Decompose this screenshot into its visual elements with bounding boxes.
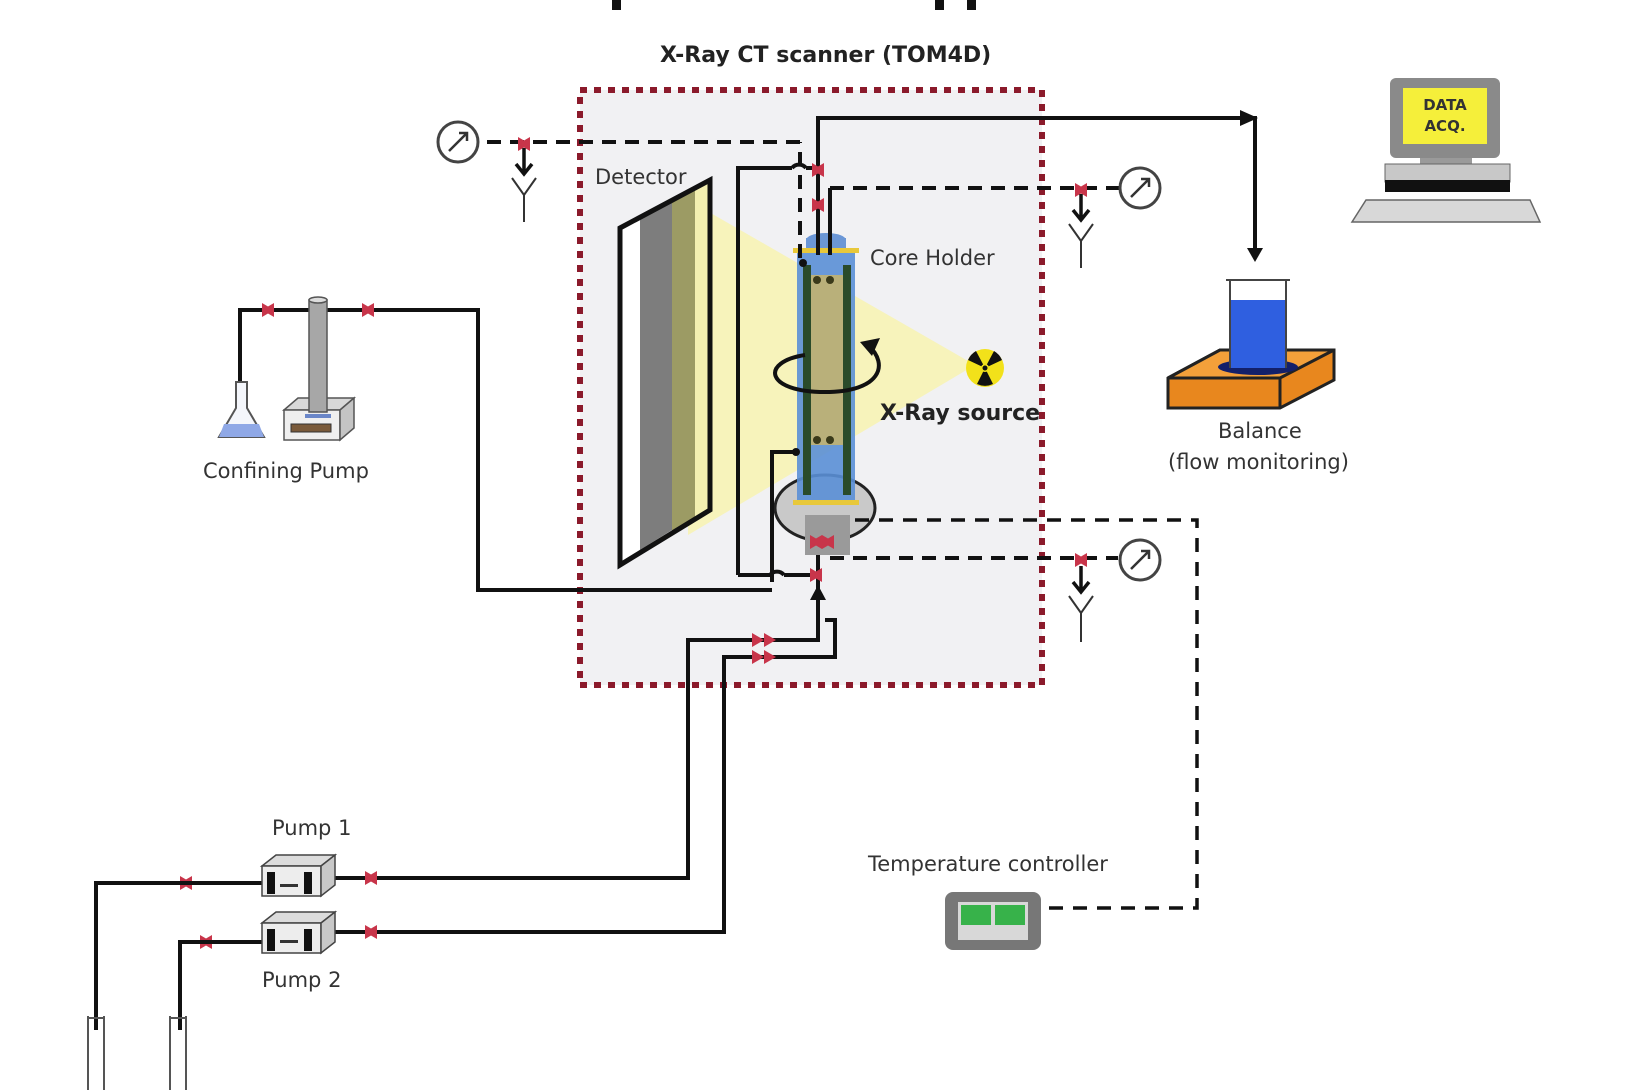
screen-text-line1: DATA — [1423, 96, 1467, 114]
temperature-controller-icon — [945, 892, 1041, 950]
detector-label: Detector — [595, 165, 687, 189]
core-holder — [773, 233, 877, 555]
flask-icon — [217, 381, 266, 438]
pump-1-label: Pump 1 — [272, 816, 351, 840]
balance-label: Balance — [1218, 419, 1302, 443]
reservoir-icon — [87, 1016, 187, 1090]
radiation-icon — [966, 349, 1004, 387]
scanner-label: X-Ray CT scanner (TOM4D) — [660, 43, 991, 68]
vent-icon — [511, 148, 537, 222]
core-holder-label: Core Holder — [870, 246, 995, 270]
balance-sublabel: (flow monitoring) — [1168, 450, 1349, 474]
pump-2-label: Pump 2 — [262, 968, 341, 992]
valve-icon — [180, 137, 1087, 949]
screen-text-line2: ACQ. — [1424, 117, 1465, 135]
vent-icon — [1068, 566, 1094, 642]
pressure-gauge-icon — [1118, 538, 1162, 582]
pump-2-icon — [259, 910, 338, 955]
confining-pump-label: Confining Pump — [203, 459, 369, 483]
pump-1-icon — [259, 853, 338, 898]
confining-pump-icon — [281, 296, 357, 442]
rotation-arrow-icon — [773, 338, 881, 395]
vent-icon — [1068, 194, 1094, 268]
pressure-gauge-icon — [436, 120, 480, 164]
xray-source-label: X-Ray source — [880, 401, 1040, 426]
temperature-controller-label: Temperature controller — [867, 852, 1108, 876]
data-acquisition-computer-icon — [1350, 78, 1542, 223]
detector-panel — [617, 175, 713, 570]
balance-icon — [1166, 279, 1336, 410]
pressure-gauge-icon — [1118, 166, 1162, 210]
cropped-title-fragment — [612, 0, 976, 10]
